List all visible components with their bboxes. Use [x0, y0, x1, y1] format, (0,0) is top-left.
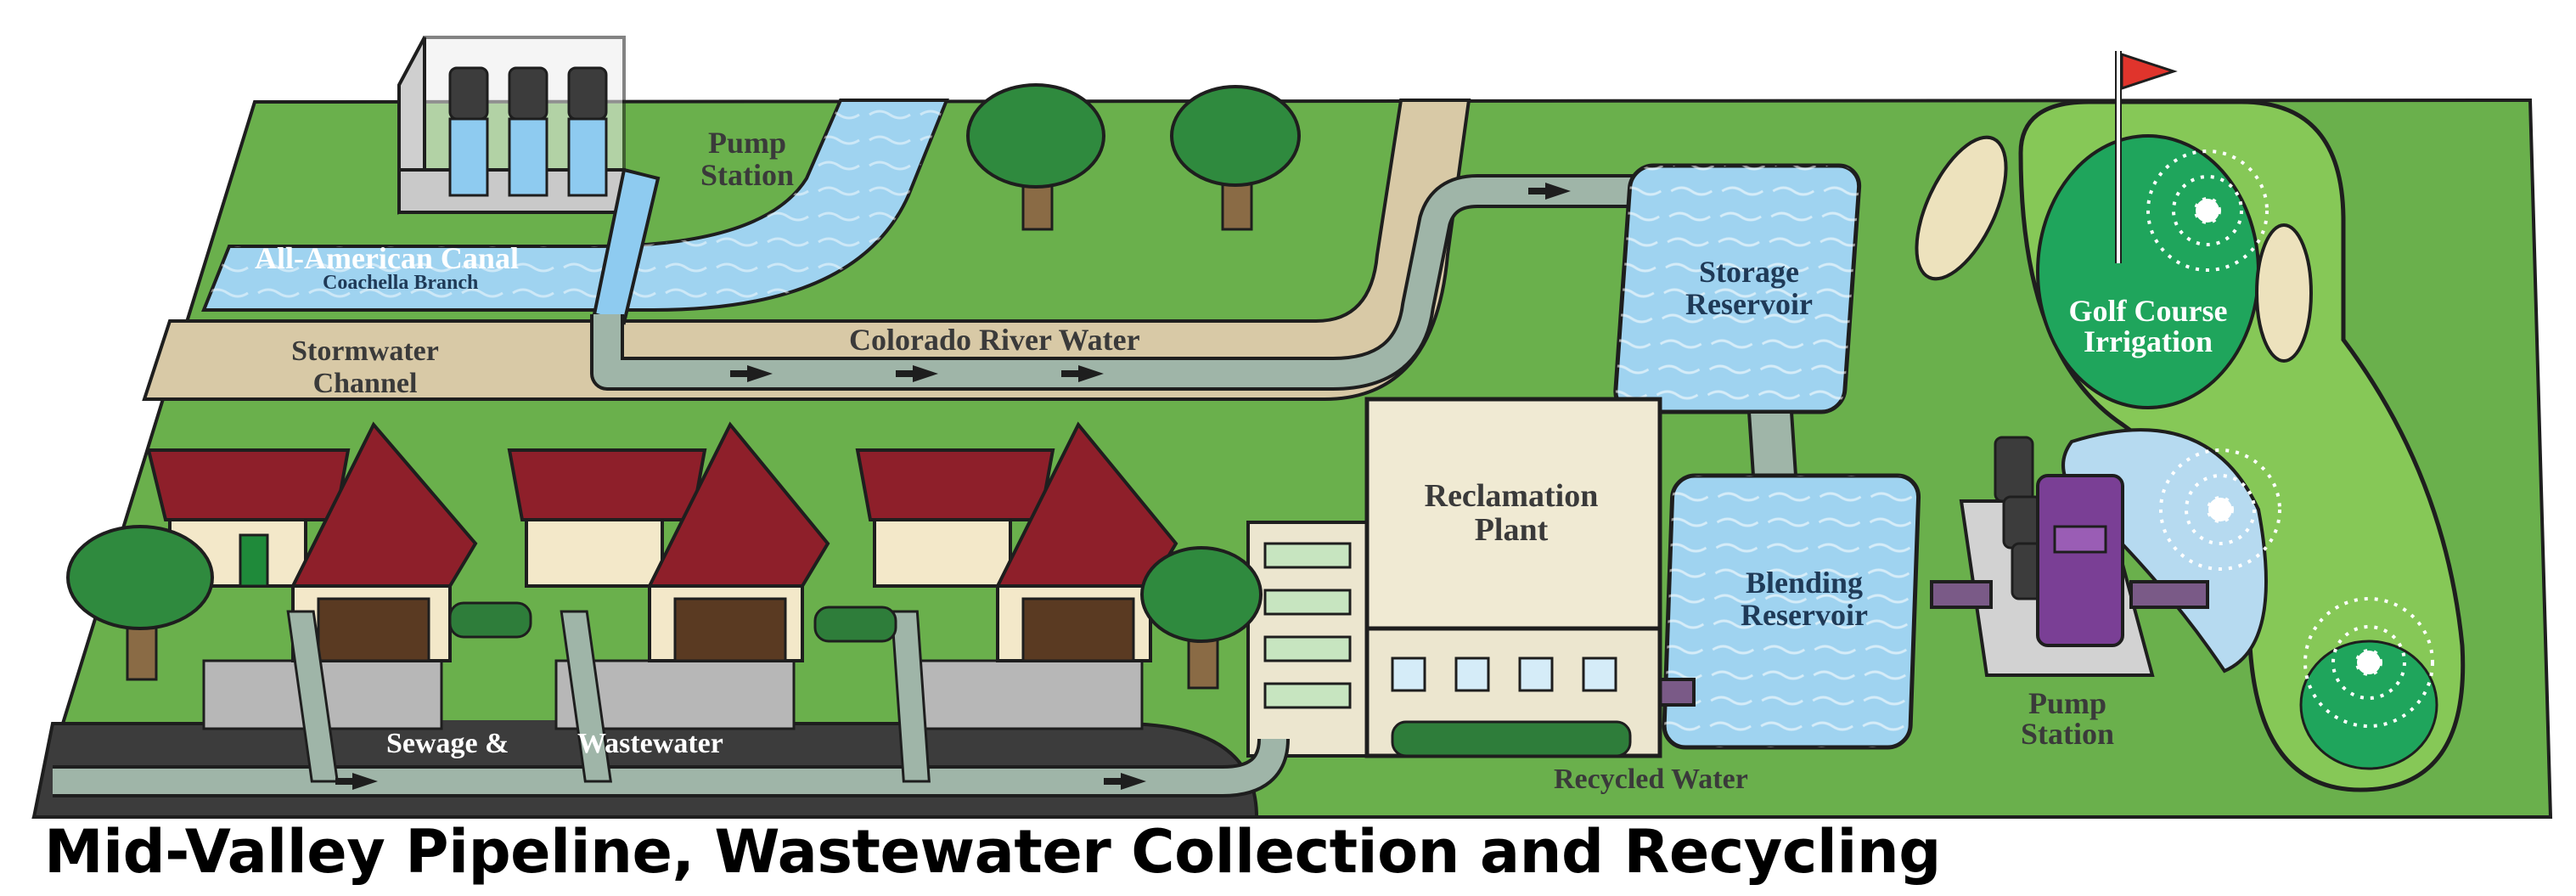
shrub — [813, 606, 897, 643]
recycled-water-label: Recycled Water — [1554, 764, 1748, 795]
shrub — [448, 601, 532, 639]
tree-icon — [1170, 85, 1301, 231]
sewage-label-part2: Wastewater — [577, 728, 723, 759]
diagram-caption: Mid-Valley Pipeline, Wastewater Collecti… — [44, 817, 1941, 887]
flag-icon — [2115, 51, 2178, 263]
house-icon — [855, 421, 1178, 730]
tree-icon — [1140, 546, 1263, 690]
tree-icon — [66, 525, 214, 681]
canal-branch-label: Coachella Branch — [323, 272, 478, 294]
sprinkler-icon — [2159, 448, 2281, 571]
pump-icon — [448, 66, 608, 197]
house-lateral-pipe — [286, 610, 340, 783]
canal-name-label: All-American Canal — [255, 241, 519, 275]
colorado-river-water-label: Colorado River Water — [849, 323, 1140, 357]
tree-icon — [966, 83, 1105, 231]
stormwater-channel — [142, 99, 1471, 401]
sprinkler-icon — [2303, 597, 2434, 728]
sewage-label-part1: Sewage & — [386, 728, 509, 759]
pump-station-right — [1959, 436, 2155, 677]
flow-arrow-icon — [335, 183, 1571, 790]
sprinkler-icon — [2146, 149, 2269, 272]
storage-reservoir — [1613, 163, 1862, 414]
recycled-pipe-pump-to-golf — [2129, 580, 2209, 609]
storage-to-blending-pipe — [1746, 410, 1798, 477]
recycled-pipe-blending-to-pump — [1930, 580, 1993, 609]
house-icon — [507, 421, 830, 730]
house-lateral-pipe — [890, 610, 931, 783]
house-lateral-pipe — [560, 610, 613, 783]
pump-icon — [1994, 436, 2124, 647]
pump-station-top — [397, 36, 626, 215]
blending-reservoir — [1662, 473, 1921, 750]
reclamation-plant — [1246, 397, 1662, 758]
